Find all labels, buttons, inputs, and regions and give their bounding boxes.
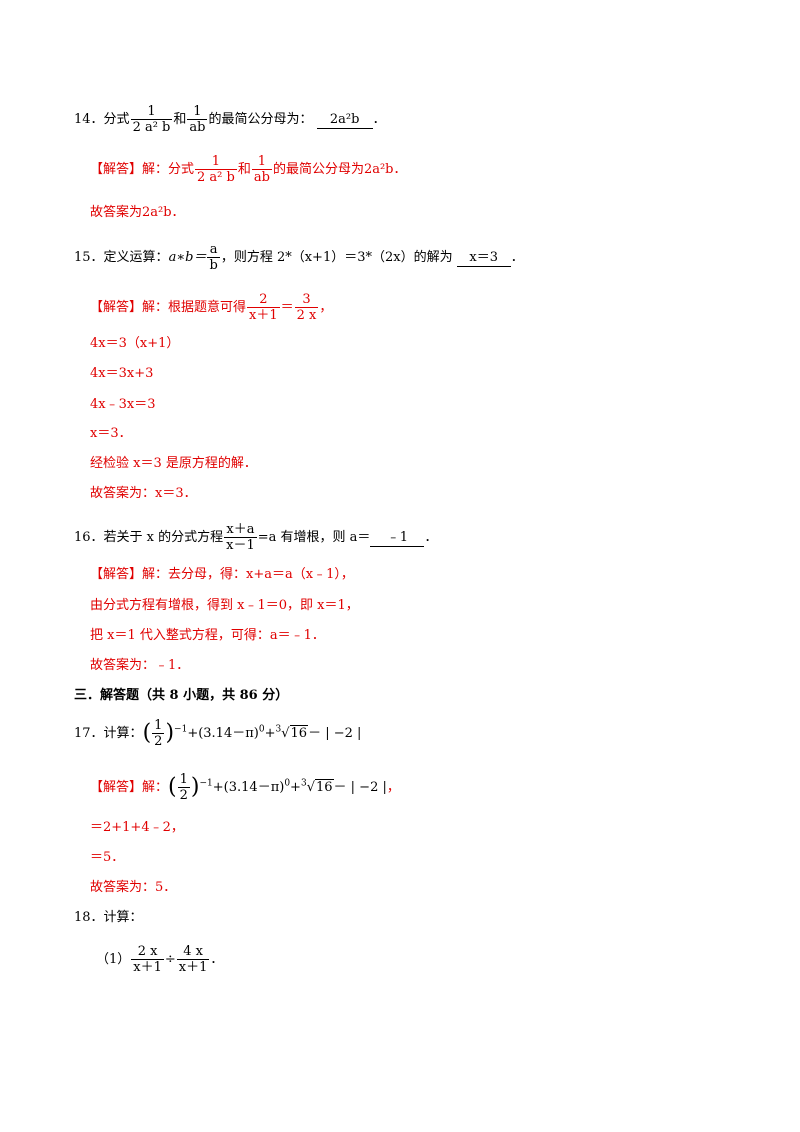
q17-step: ＝2+1+4﹣2， <box>90 820 184 835</box>
q16-step: 把 x＝1 代入整式方程，可得：a＝﹣1． <box>90 628 325 643</box>
q14-answer: 2a²b <box>316 112 373 129</box>
q17-final-answer: 故答案为：5． <box>90 880 177 895</box>
q15-final-answer: 故答案为：x＝3． <box>90 486 197 501</box>
q17-step: ＝5． <box>90 850 125 865</box>
q14-final-answer: 故答案为2a²b． <box>90 205 185 220</box>
q15-step: 4x＝3（x+1） <box>90 336 180 351</box>
q16-step: 由分式方程有增根，得到 x﹣1＝0，即 x＝1， <box>90 598 359 613</box>
q16-solution: 【解答】解：去分母，得：x+a＝a（x﹣1）， <box>90 567 354 582</box>
q15-step: 4x＝3x+3 <box>90 366 154 381</box>
solution-tag: 【解答】 <box>90 162 143 177</box>
q15-step: 4x﹣3x＝3 <box>90 397 156 412</box>
q15-answer: x＝3 <box>456 250 511 267</box>
q16-answer: ﹣1 <box>370 530 425 547</box>
q14-prefix: 分式 <box>103 112 130 127</box>
section-heading: 三．解答题（共 8 小题，共 86 分） <box>74 688 289 703</box>
q18-question: 18．计算： <box>74 910 143 925</box>
q16-final-answer: 故答案为：﹣1． <box>90 658 190 673</box>
q15-step: 经检验 x＝3 是原方程的解． <box>90 456 257 471</box>
q14-number: 14． <box>74 112 104 127</box>
q15-step: x＝3． <box>90 426 132 441</box>
